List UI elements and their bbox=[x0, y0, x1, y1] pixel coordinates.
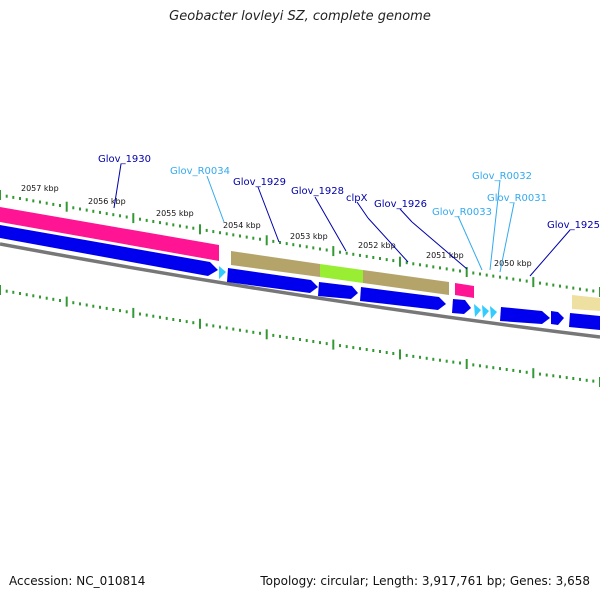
gene-labels: Glov_1930 Glov_R0034 Glov_1929 Glov_1928… bbox=[98, 154, 600, 231]
gene-label-glov-r0032[interactable]: Glov_R0032 bbox=[472, 171, 532, 182]
inner-tick-track bbox=[0, 285, 600, 387]
cds-arrow bbox=[0, 225, 218, 276]
leader-line bbox=[529, 229, 571, 277]
trna-arrow bbox=[482, 305, 489, 318]
leader-line bbox=[257, 186, 280, 243]
kbp-labels: 2057 kbp 2056 kbp 2055 kbp 2054 kbp 2053… bbox=[21, 184, 532, 268]
gene-feature bbox=[231, 251, 320, 277]
trna-arrow bbox=[219, 266, 226, 279]
gene-feature bbox=[363, 270, 449, 295]
gene-label-glov-1926[interactable]: Glov_1926 bbox=[374, 199, 427, 210]
leader-line bbox=[314, 196, 347, 252]
gene-label-glov-r0033[interactable]: Glov_R0033 bbox=[432, 207, 492, 218]
cds-arrow bbox=[452, 299, 471, 314]
rrna-feature bbox=[0, 207, 219, 261]
kbp-label: 2052 kbp bbox=[358, 241, 396, 250]
leader-line bbox=[457, 215, 483, 271]
outer-tick-track bbox=[0, 190, 600, 297]
gene-label-glov-1928[interactable]: Glov_1928 bbox=[291, 186, 344, 197]
kbp-label: 2056 kbp bbox=[88, 197, 126, 206]
genome-stats-text: Topology: circular; Length: 3,917,761 bp… bbox=[260, 574, 590, 588]
leader-line bbox=[206, 175, 225, 223]
leader-line bbox=[499, 202, 515, 273]
gene-label-leaders bbox=[113, 163, 571, 277]
cds-track bbox=[0, 225, 600, 330]
gene-feature-track bbox=[0, 207, 600, 311]
gene-label-glov-1930[interactable]: Glov_1930 bbox=[98, 154, 151, 165]
kbp-label: 2055 kbp bbox=[156, 209, 194, 218]
kbp-label: 2054 kbp bbox=[223, 221, 261, 230]
kbp-label: 2053 kbp bbox=[290, 232, 328, 241]
cds-arrow bbox=[227, 268, 318, 293]
gene-label-glov-r0031[interactable]: Glov_R0031 bbox=[487, 193, 547, 204]
kbp-label: 2057 kbp bbox=[21, 184, 59, 193]
rrna-feature bbox=[455, 283, 474, 298]
gene-label-clpx[interactable]: clpX bbox=[346, 193, 368, 204]
cds-arrow bbox=[318, 282, 358, 299]
leader-line bbox=[399, 208, 413, 223]
gene-feature bbox=[572, 295, 600, 311]
gene-label-glov-1929[interactable]: Glov_1929 bbox=[233, 177, 286, 188]
highlight-feature bbox=[320, 264, 363, 283]
cds-arrow bbox=[500, 307, 550, 324]
kbp-label: 2050 kbp bbox=[494, 259, 532, 268]
cds-arrow bbox=[551, 311, 564, 325]
gene-label-glov-1925[interactable]: Glov_1925 bbox=[547, 220, 600, 231]
leader-line bbox=[367, 217, 409, 263]
leader-line bbox=[411, 221, 468, 270]
genome-backbone bbox=[0, 242, 600, 339]
leader-line bbox=[356, 201, 369, 219]
cds-arrow bbox=[569, 313, 600, 330]
gene-label-glov-r0034[interactable]: Glov_R0034 bbox=[170, 166, 230, 177]
leader-line bbox=[113, 163, 122, 209]
map-title: Geobacter lovleyi SZ, complete genome bbox=[169, 9, 431, 24]
accession-text: Accession: NC_010814 bbox=[9, 574, 146, 588]
leader-line bbox=[489, 179, 501, 271]
cds-arrow bbox=[360, 287, 446, 310]
trna-arrow bbox=[474, 304, 481, 317]
trna-arrow bbox=[490, 306, 497, 319]
kbp-label: 2051 kbp bbox=[426, 251, 464, 260]
